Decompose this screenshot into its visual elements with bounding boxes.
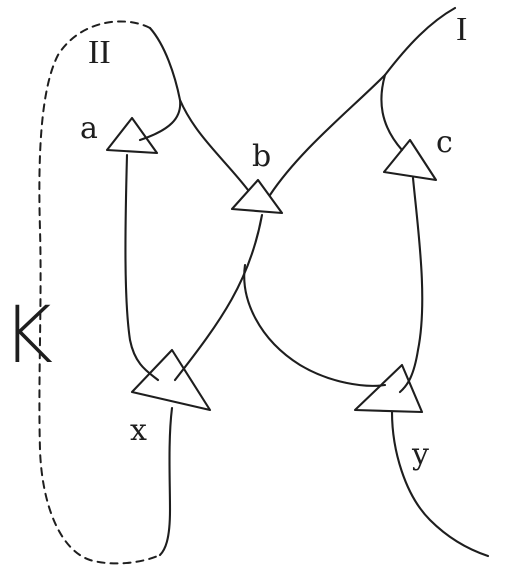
neuron-x-output	[158, 406, 174, 557]
neuron-b-body	[230, 178, 284, 215]
fiber-i-branch-to-c	[380, 73, 404, 152]
fiber-ii-path	[148, 26, 250, 192]
neuron-y-output	[390, 410, 490, 558]
neuron-c-axon	[398, 176, 424, 394]
label-roman-one: I	[456, 11, 467, 48]
neuron-c-body	[382, 138, 438, 182]
fiber-i-path	[268, 6, 457, 197]
neuron-a-axon	[124, 153, 160, 382]
label-node-b: b	[252, 139, 271, 174]
label-node-c: c	[436, 125, 453, 160]
neuron-b-axon-to-y	[243, 263, 387, 387]
k-loop-dashed-path	[38, 20, 161, 565]
label-node-a: a	[80, 111, 98, 146]
label-node-x: x	[130, 413, 147, 448]
neuron-b-axon-to-x	[173, 213, 264, 382]
fiber-ii-branch-to-a	[138, 98, 182, 142]
neuron-a-body	[105, 116, 159, 155]
label-roman-two: II	[88, 34, 111, 71]
neuron-y-body	[353, 363, 424, 414]
label-node-y: y	[411, 437, 429, 472]
neuron-x-body	[130, 348, 212, 412]
label-big-k: K	[2, 291, 53, 381]
